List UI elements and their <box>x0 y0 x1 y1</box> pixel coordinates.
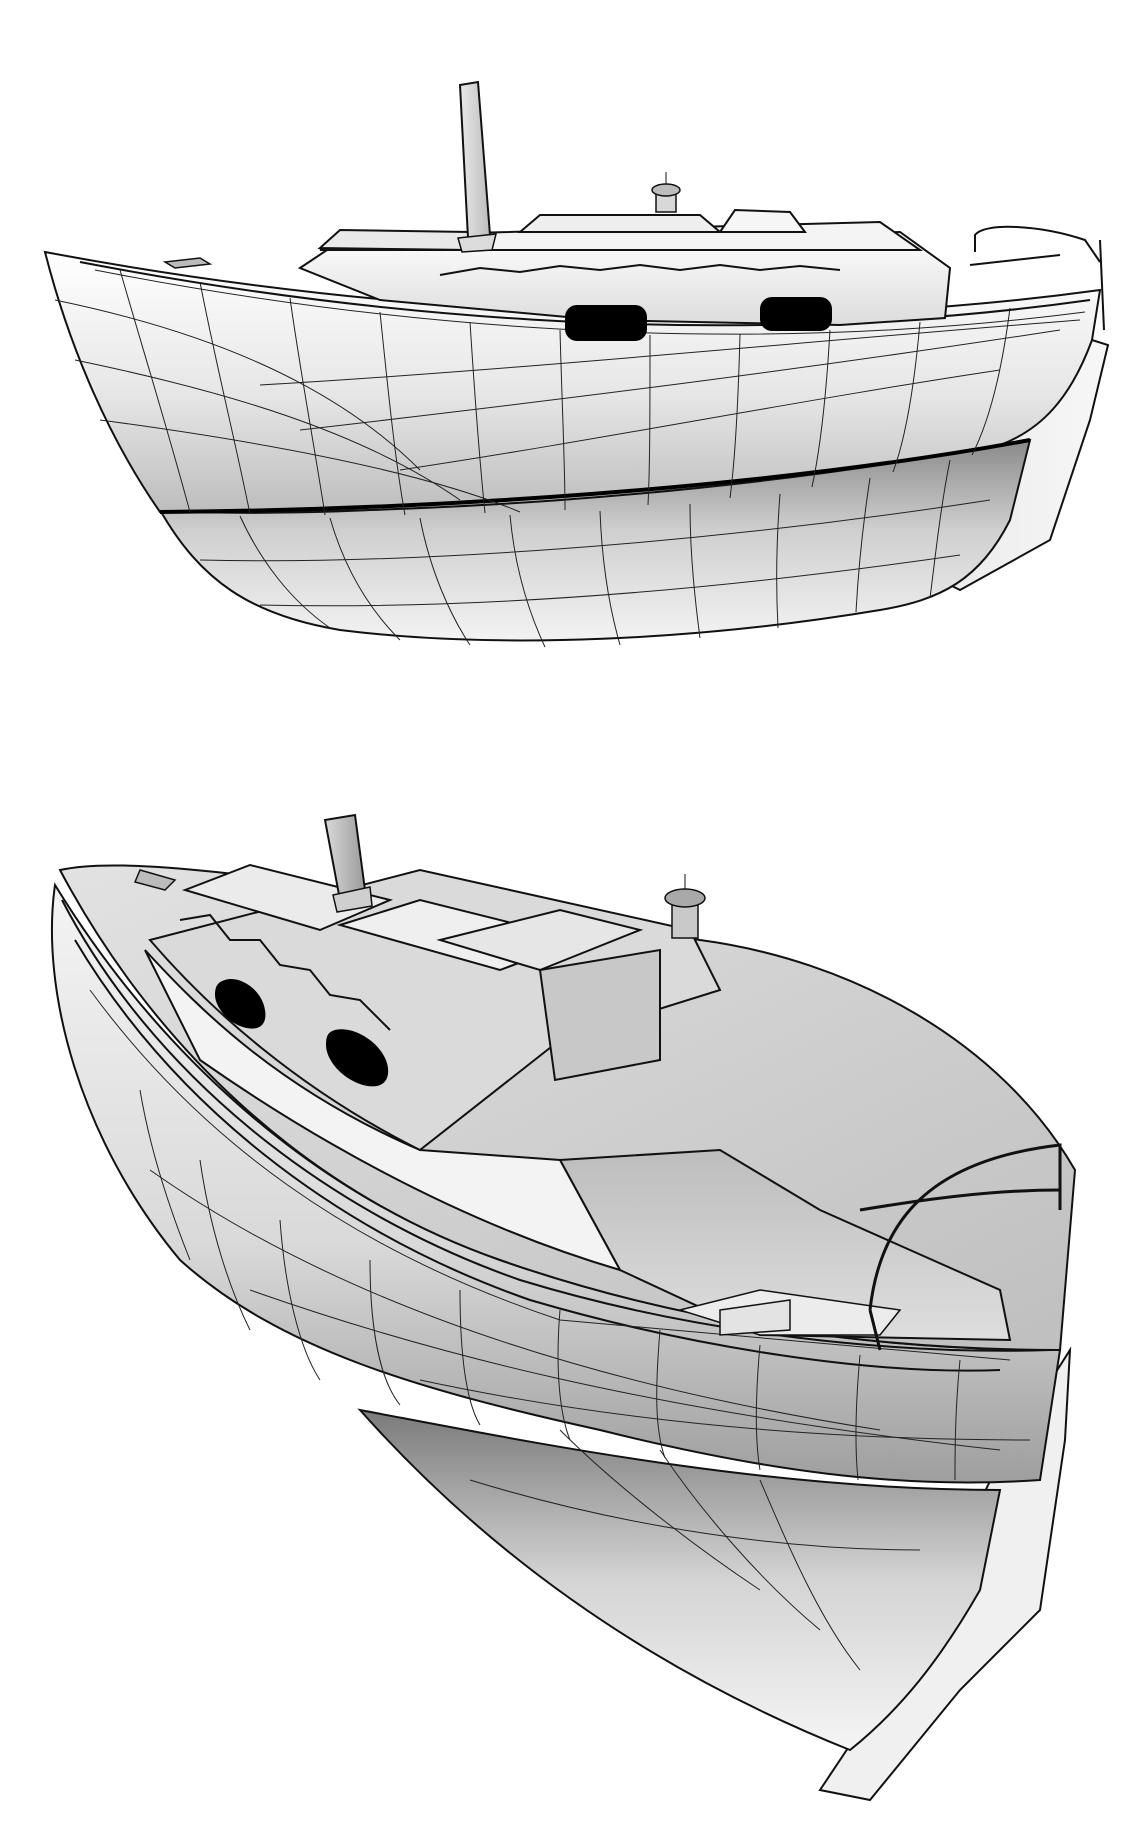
mast <box>458 80 492 240</box>
port-window-2 <box>760 297 832 331</box>
vent <box>651 172 681 213</box>
hull-diagonals-top <box>54 299 1081 513</box>
cockpit <box>558 1148 1012 1342</box>
handrail-top <box>439 263 841 276</box>
cabin-side-3q <box>144 949 623 1272</box>
port-window-3q-2 <box>326 1029 389 1087</box>
forward-hatch <box>317 228 471 252</box>
vent-3q <box>664 874 706 939</box>
boat-three-quarter-view-svg <box>50 813 1077 1802</box>
waterline <box>159 438 1031 514</box>
hull-stations-top <box>119 269 1011 516</box>
cockpit-locker <box>719 1299 791 1336</box>
stern-pulpit-3q <box>859 1143 1062 1351</box>
boat-side-view <box>0 0 1148 700</box>
lower-hull-grid <box>199 459 991 648</box>
companionway <box>718 208 807 233</box>
forward-hatch-3q <box>181 863 394 932</box>
bow-cleat <box>162 257 213 269</box>
rub-rail <box>94 269 1086 335</box>
hull-grid-3q <box>139 1089 1031 1671</box>
boat-three-quarter-view <box>0 790 1148 1830</box>
bow-fitting-3q <box>133 869 177 891</box>
port-window-1 <box>565 305 647 341</box>
mast-base <box>457 233 497 253</box>
port-window-3q-1 <box>215 979 266 1029</box>
handrail-3q <box>179 913 391 1031</box>
hatch-rails-3q <box>436 908 644 972</box>
boat-side-view-svg <box>43 80 1110 648</box>
mast-base-3q <box>332 886 373 913</box>
toe-rail-3q <box>89 989 1011 1361</box>
companionway-door <box>538 948 661 1082</box>
sliding-hatch <box>517 214 723 233</box>
sheer-line-3q <box>61 899 1051 1352</box>
stern-pulpit <box>969 225 1105 331</box>
